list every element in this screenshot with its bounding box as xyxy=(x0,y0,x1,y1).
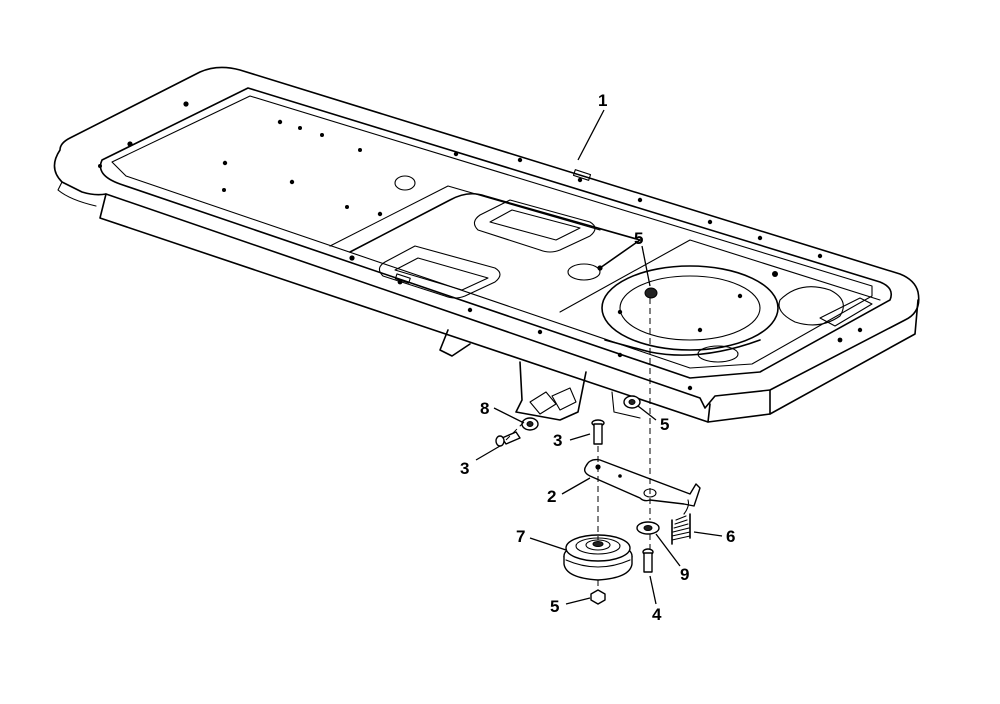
callout-labels: 1 5 8 5 3 3 2 6 7 9 5 4 xyxy=(460,91,735,624)
alignment-lines xyxy=(505,298,651,590)
part-8-nut xyxy=(521,417,539,431)
callout-3-vertical: 3 xyxy=(553,431,562,450)
leader-lines xyxy=(475,109,723,605)
callout-7: 7 xyxy=(516,527,525,546)
part-5-nut-bottom xyxy=(590,589,606,605)
callout-5-right: 5 xyxy=(660,415,669,434)
callout-9: 9 xyxy=(680,565,689,584)
callout-5-top: 5 xyxy=(634,229,643,248)
part-3-bolt-vertical xyxy=(591,419,605,445)
part-4-bolt xyxy=(642,548,654,573)
callout-4: 4 xyxy=(652,605,662,624)
part-2-idler-arm xyxy=(583,458,701,507)
callout-1: 1 xyxy=(598,91,607,110)
frame-deck xyxy=(53,66,920,423)
callout-5-bottom: 5 xyxy=(550,597,559,616)
callout-8: 8 xyxy=(480,399,489,418)
part-9-spacer xyxy=(636,521,660,535)
part-7-idler-pulley xyxy=(563,534,633,581)
part-5-nut-top xyxy=(644,287,658,299)
callout-6: 6 xyxy=(726,527,735,546)
part-5-nut-right xyxy=(623,395,641,409)
callout-2: 2 xyxy=(547,487,556,506)
callout-3-left: 3 xyxy=(460,459,469,478)
part-3-bolt-left xyxy=(495,431,521,447)
part-6-spring xyxy=(671,499,691,545)
